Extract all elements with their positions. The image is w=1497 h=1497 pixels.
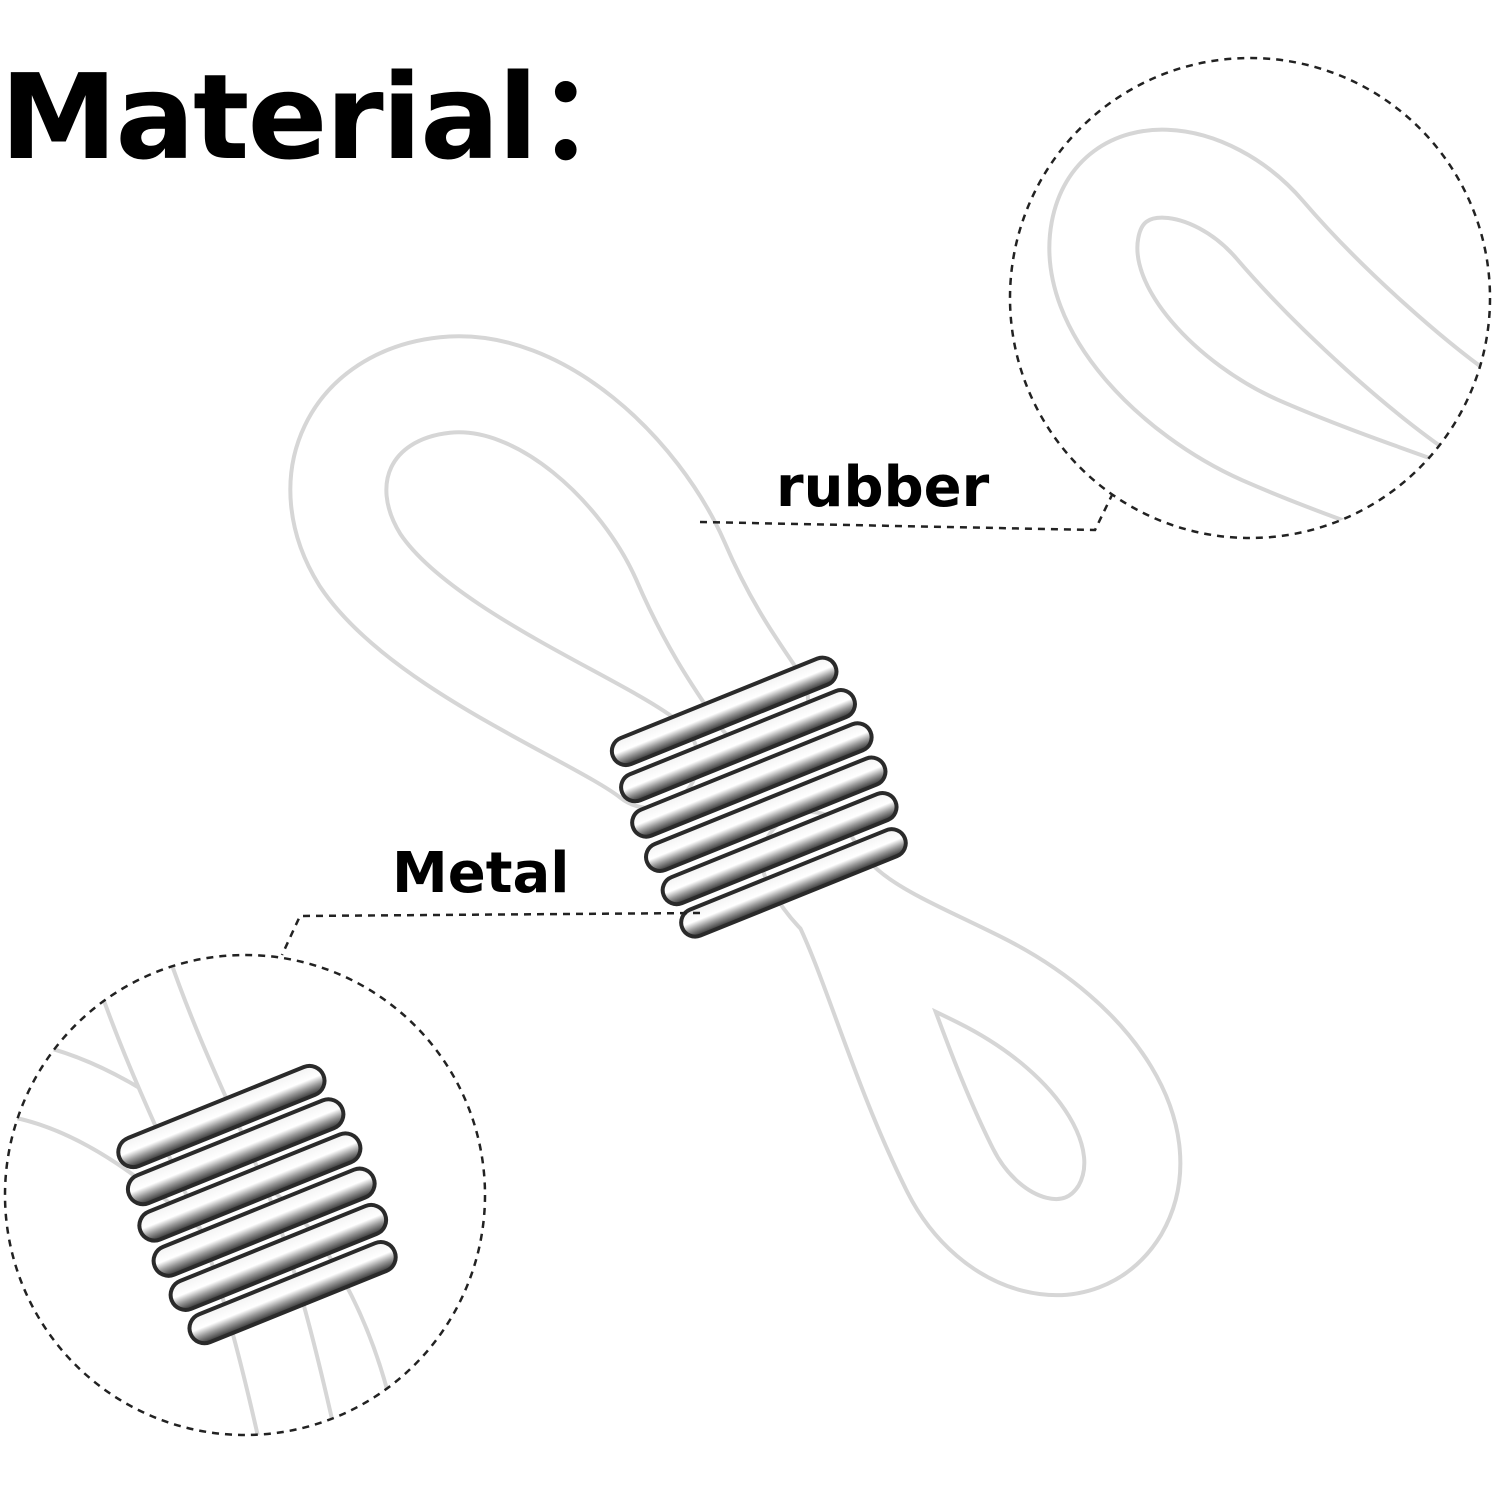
rubber-zoom-circle <box>1008 56 1492 540</box>
rubber-leader-line <box>699 494 1114 532</box>
metal-coil <box>609 655 908 939</box>
metal-zoom-circle <box>3 953 487 1437</box>
rubber-label: rubber <box>776 455 990 520</box>
metal-leader-line <box>280 911 701 956</box>
rubber-loop-top <box>288 334 810 810</box>
metal-label: Metal <box>392 841 570 906</box>
rubber-loop-bottom <box>760 810 1183 1297</box>
page-title: Material： <box>0 48 654 186</box>
